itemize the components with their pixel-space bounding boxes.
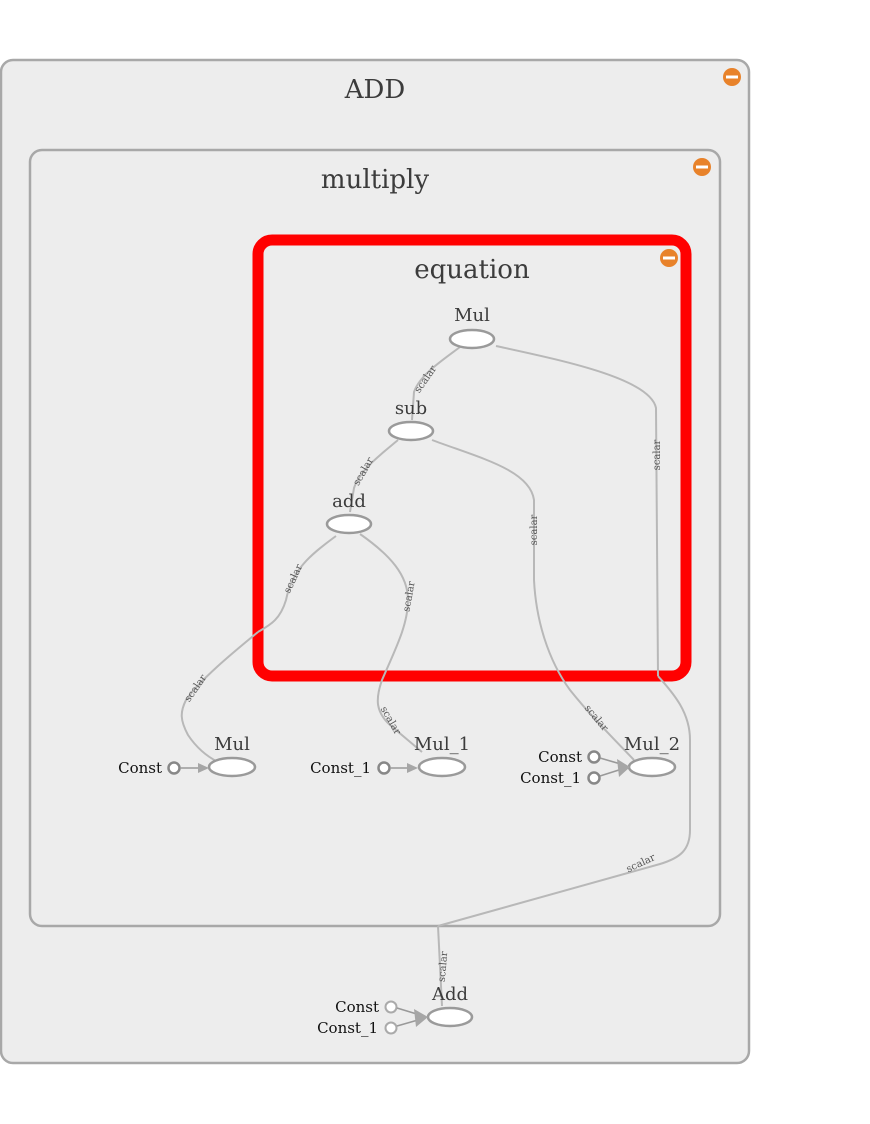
edge-add-sub[interactable] — [349, 439, 399, 513]
op-node-add-eq[interactable]: add — [325, 491, 373, 535]
const-label: Const — [118, 759, 162, 777]
edge-label: scalar — [437, 951, 451, 983]
const-label: Const_1 — [317, 1019, 378, 1037]
edge-multiply-add[interactable] — [437, 925, 443, 1007]
collapse-icon[interactable] — [723, 68, 741, 86]
edge-label: scalar — [529, 514, 540, 545]
op-label: Mul — [454, 305, 490, 326]
op-label: Mul_2 — [624, 734, 680, 755]
const-label: Const — [538, 748, 582, 766]
edge-label: scalar — [401, 580, 417, 612]
edge-add-mul1[interactable] — [359, 533, 423, 753]
const-dot[interactable] — [167, 761, 181, 775]
op-ellipse[interactable] — [627, 756, 677, 778]
const-node[interactable]: Const_1 — [520, 768, 623, 787]
op-node-mul-1[interactable]: Mul_1 — [414, 734, 470, 778]
const-dot[interactable] — [587, 750, 601, 764]
op-ellipse[interactable] — [387, 420, 435, 442]
const-label: Const_1 — [310, 759, 371, 777]
edge-mul-add[interactable] — [437, 675, 691, 927]
const-edge — [396, 1019, 419, 1027]
op-ellipse[interactable] — [448, 328, 496, 350]
edges — [180, 345, 691, 1007]
op-ellipse[interactable] — [207, 756, 257, 778]
edge-add-mul-outer[interactable] — [180, 631, 259, 763]
arrow-icon — [407, 763, 418, 773]
op-node-mul[interactable]: Mul — [207, 734, 257, 778]
arrow-icon — [198, 763, 209, 773]
collapse-icon[interactable] — [693, 158, 711, 176]
op-label: sub — [395, 398, 427, 419]
op-ellipse[interactable] — [325, 513, 373, 535]
op-ellipse[interactable] — [426, 1006, 474, 1028]
op-label: Mul_1 — [414, 734, 470, 755]
op-ellipse[interactable] — [417, 756, 467, 778]
arrow-icon — [617, 759, 630, 777]
edge-sub-mul[interactable] — [411, 346, 461, 421]
op-label: Mul — [214, 734, 250, 755]
const-label: Const_1 — [520, 769, 581, 787]
op-label: add — [332, 491, 366, 512]
edge-label: scalar — [652, 439, 663, 470]
const-label: Const — [335, 998, 379, 1016]
collapse-icon[interactable] — [660, 249, 678, 267]
op-node-sub[interactable]: sub — [387, 398, 435, 442]
const-node[interactable]: Const_1 — [310, 759, 418, 777]
const-dot[interactable] — [384, 1021, 398, 1035]
const-dot[interactable] — [587, 771, 601, 785]
op-node-mul-eq[interactable]: Mul — [448, 305, 496, 350]
scope-add-title: ADD — [344, 75, 405, 105]
scope-multiply-title: multiply — [321, 165, 429, 195]
const-dot[interactable] — [377, 761, 391, 775]
arrow-icon — [414, 1009, 428, 1027]
scope-equation-box[interactable] — [252, 234, 692, 682]
edge-sub-mul2[interactable] — [431, 439, 635, 761]
scope-equation-title: equation — [414, 255, 530, 285]
scope-equation[interactable]: equation — [252, 234, 692, 682]
edge-mul-right[interactable] — [495, 345, 659, 677]
const-dot[interactable] — [384, 1000, 398, 1014]
const-node[interactable]: Const — [118, 759, 209, 777]
edge-add-mul-inner[interactable] — [257, 535, 337, 633]
op-label: Add — [431, 984, 468, 1005]
const-node[interactable]: Const_1 — [317, 1019, 419, 1037]
